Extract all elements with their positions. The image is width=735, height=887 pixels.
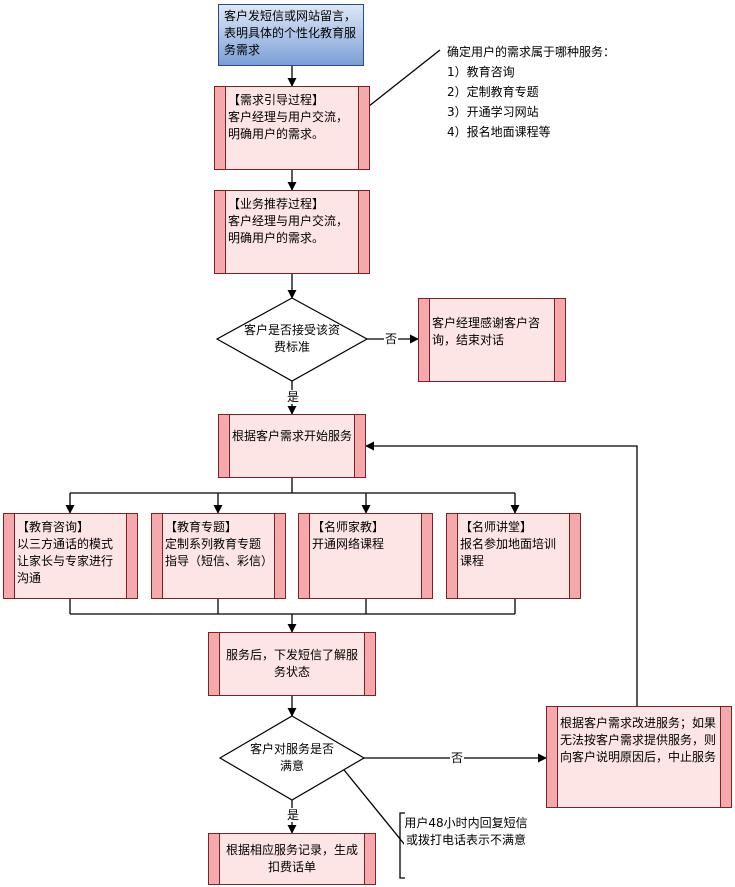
decision-satisfied-text: 客户对服务是否满意 [249,742,334,773]
service-body: 开通网络课程 [312,537,385,551]
billing-text: 根据相应服务记录，生成扣费话单 [225,843,358,874]
service-body: 定制系列教育专题指导（短信、彩信） [165,537,274,568]
service-box-tutor: 【名师家教】 开通网络课程 [298,513,433,599]
services-note-item: 2）定制教育专题 [447,85,539,99]
recommend-title: 【业务推荐过程】 [228,197,325,211]
end-thanks-text: 客户经理感谢客户咨询，结束对话 [432,316,541,347]
improve-text: 根据客户需求改进服务；如果无法按客户需求提供服务，则向客户说明原因后，中止服务 [560,716,717,764]
services-note-item: 4）报名地面课程等 [447,125,551,139]
note-bracket [399,812,405,879]
service-box-topic: 【教育专题】 定制系列教育专题指导（短信、彩信） [151,513,286,599]
decision-satisfied-shape [218,715,366,801]
service-title: 【名师家教】 [312,520,385,534]
decision-fee-shape [215,297,369,382]
services-note-heading: 确定用户的需求属于哪种服务： [447,45,616,59]
need-guidance-body: 客户经理与用户交流，明确用户的需求。 [228,110,349,141]
billing-box: 根据相应服务记录，生成扣费话单 [208,833,376,885]
recommend-box: 【业务推荐过程】 客户经理与用户交流，明确用户的需求。 [214,190,370,274]
fee-no-label: 否 [384,332,399,346]
service-title: 【教育专题】 [165,520,238,534]
unsatisfied-note: 用户48小时内回复短信或拨打电话表示不满意 [404,815,528,849]
sat-yes-label: 是 [286,808,301,822]
service-title: 【名师讲堂】 [460,520,533,534]
recommend-body: 客户经理与用户交流，明确用户的需求。 [228,214,349,245]
service-title: 【教育咨询】 [17,520,90,534]
arrow-improve-loop [365,441,638,706]
decision-fee-text: 客户是否接受该资费标准 [244,323,341,354]
after-service-box: 服务后，下发短信了解服务状态 [208,632,376,696]
service-body: 以三方通话的模式让家长与专家进行沟通 [17,537,114,585]
improve-box: 根据客户需求改进服务；如果无法按客户需求提供服务，则向客户说明原因后，中止服务 [546,706,732,808]
start-text: 客户发短信或网站留言，表明具体的个性化教育服务需求 [224,9,357,57]
services-note-item: 3）开通学习网站 [447,105,539,119]
services-note: 确定用户的需求属于哪种服务： 1）教育咨询 2）定制教育专题 3）开通学习网站 … [447,42,617,142]
start-service-box: 根据客户需求开始服务 [218,414,366,478]
service-body: 报名参加地面培训课程 [460,537,557,568]
sat-no-label: 否 [450,751,465,765]
service-box-lecture: 【名师讲堂】 报名参加地面培训课程 [446,513,581,599]
end-thanks-box: 客户经理感谢客户咨询，结束对话 [418,298,566,382]
start-service-text: 根据客户需求开始服务 [232,429,353,443]
after-service-text: 服务后，下发短信了解服务状态 [225,648,358,679]
service-box-consult: 【教育咨询】 以三方通话的模式让家长与专家进行沟通 [3,513,138,599]
start-box: 客户发短信或网站留言，表明具体的个性化教育服务需求 [218,4,364,66]
need-guidance-box: 【需求引导过程】 客户经理与用户交流，明确用户的需求。 [214,86,370,170]
fee-yes-label: 是 [286,390,301,404]
services-note-item: 1）教育咨询 [447,65,515,79]
need-guidance-title: 【需求引导过程】 [228,93,325,107]
